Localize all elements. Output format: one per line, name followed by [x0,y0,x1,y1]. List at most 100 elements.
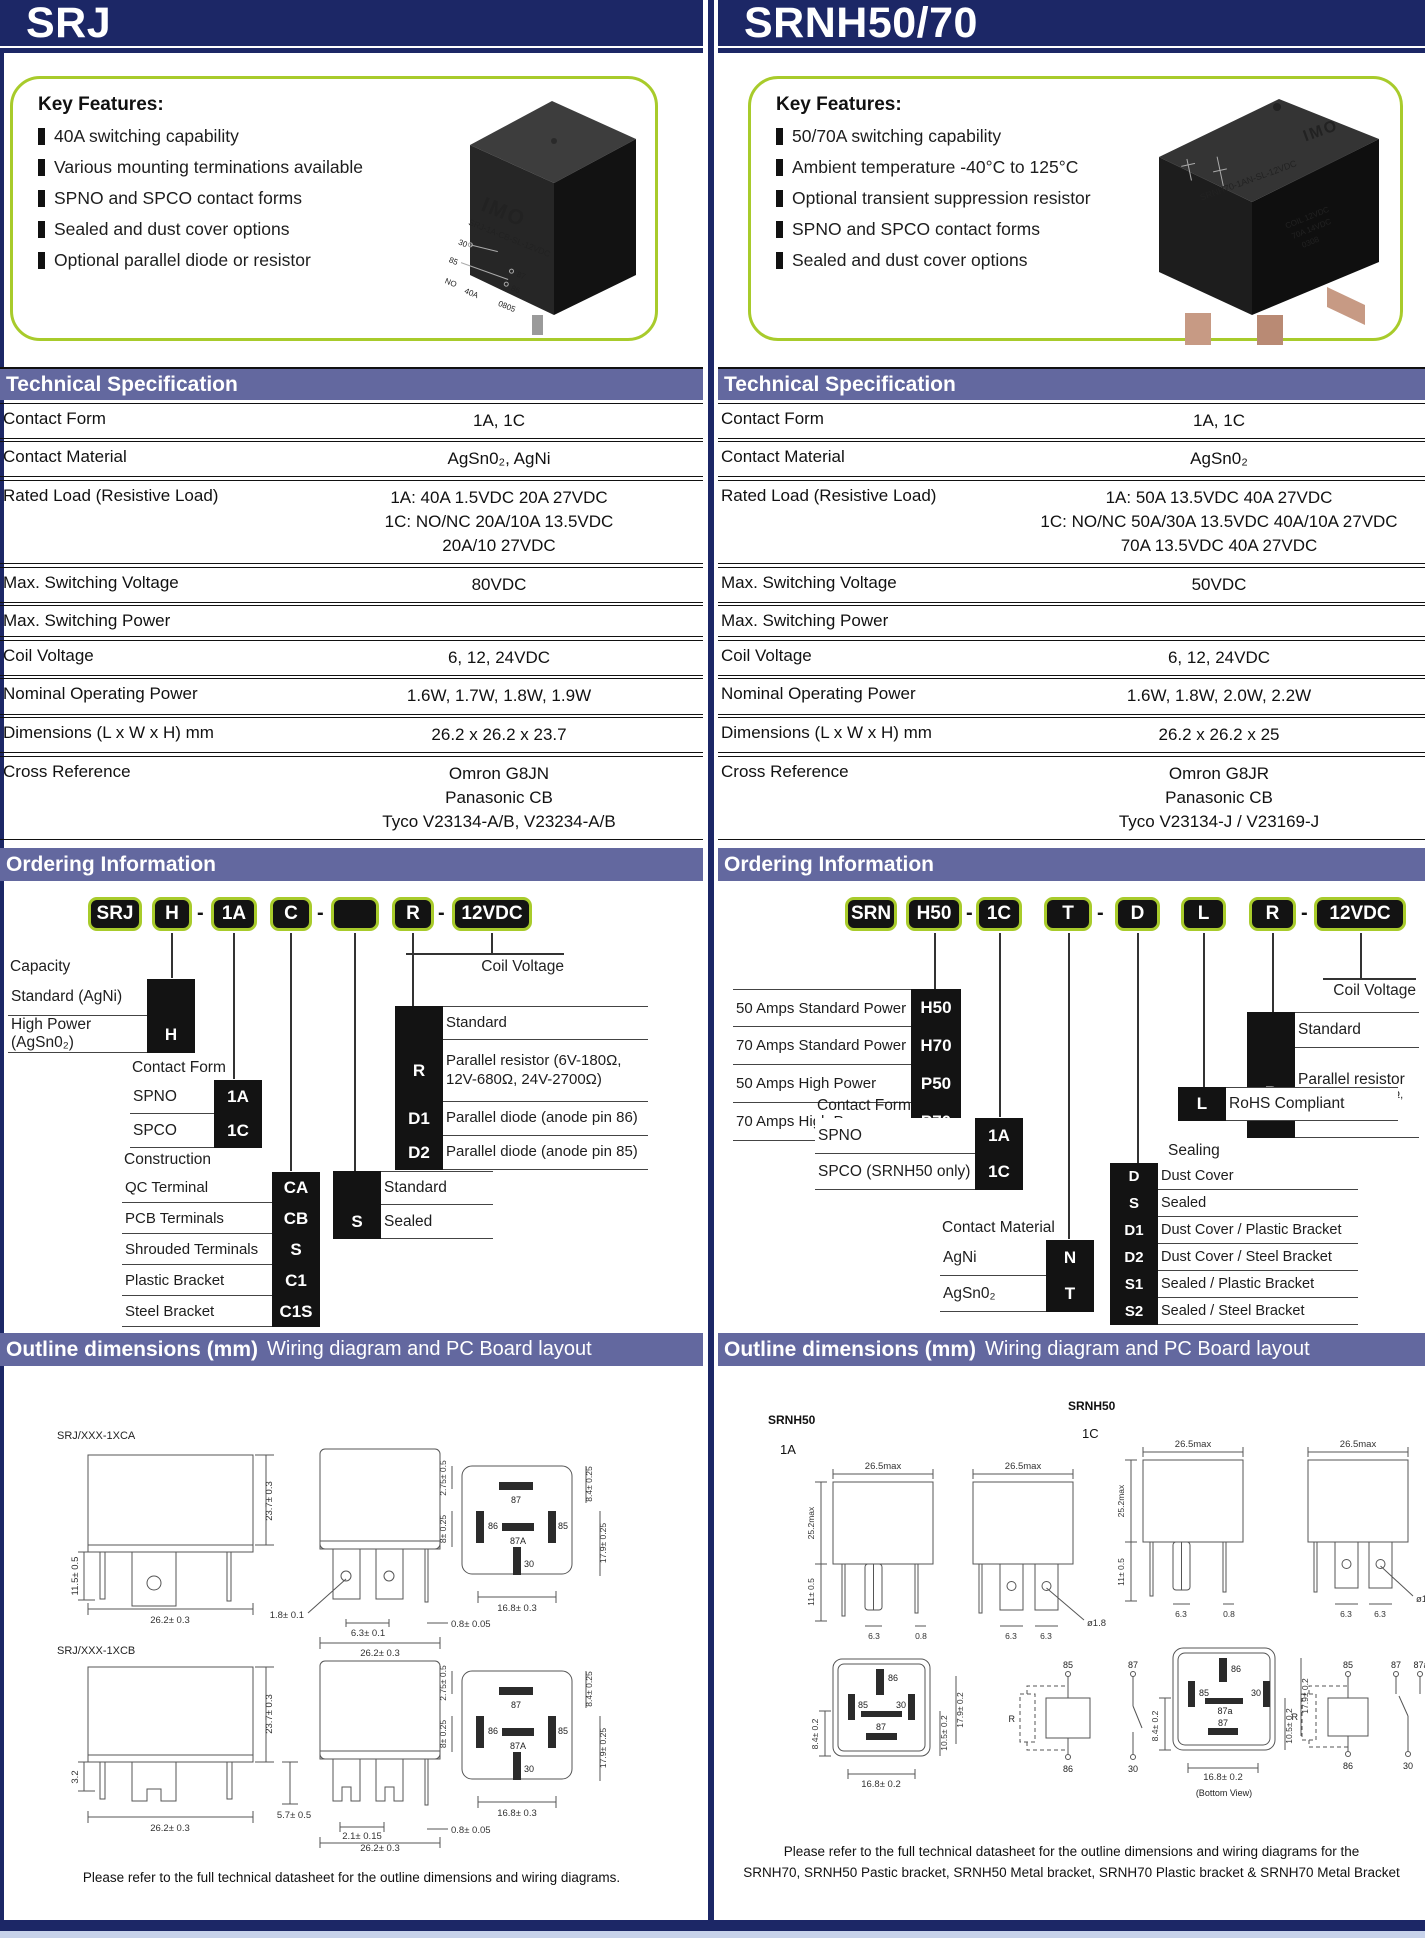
row-label: Sealed / Steel Bracket [1158,1298,1358,1325]
pad-pin-label: 30 [1251,1688,1261,1698]
pad-pin-label: 87a [1217,1706,1232,1716]
spec-value: AgSn0₂, AgNi [447,449,551,469]
tech-spec-title: Technical Specification [724,372,956,396]
row-code: D1 [395,1102,443,1136]
pad-pin-label: 86 [888,1673,898,1683]
dim-label: 25.2max [806,1506,816,1539]
spec-label: Nominal Operating Power [721,684,916,704]
row-label: RoHS Compliant [1226,1087,1398,1121]
row-label: Steel Bracket [122,1296,272,1327]
dim-label: 2.75± 0.5 [438,1460,448,1496]
feature-item: 40A switching capability [38,126,655,147]
page-bottom-strip [0,1931,1425,1938]
key-features-title: Key Features: [776,94,902,115]
srj-outline-drawings: SRJ/XXX-1XCA 23.7± 0.3 11.5± 0.5 26.2± 0… [57,1430,608,1851]
dim-label: 6.3 [1005,1631,1017,1641]
pad-pin-label: 85 [858,1700,868,1710]
order-code-box: SRN [845,897,897,931]
dim-label: ø1.8 [1416,1594,1425,1605]
dim-label: 16.8± 0.2 [861,1779,901,1790]
connector-line [1068,933,1070,1239]
dim-label: 6.3 [1374,1609,1386,1619]
dim-label: 8± 0.25 [438,1720,448,1749]
row-code: R [395,1040,443,1102]
dim-label: 8.4± 0.25 [584,1671,594,1707]
spec-value: 26.2 x 26.2 x 25 [1158,725,1280,744]
dim-label: 1.8± 0.1 [270,1610,304,1621]
spec-value: AgSn0₂ [1190,449,1248,469]
order-code-box: C [270,897,312,931]
dim-label: 11± 0.5 [806,1578,816,1606]
pcb-pin-label: 86 [488,1521,498,1531]
row-code: 1C [975,1154,1023,1190]
dim-label: 17.9± 0.25 [598,1523,608,1563]
relay-pin-label: 40A [463,286,480,300]
dim-label: 26.2± 0.3 [360,1648,400,1659]
row-label: Standard [381,1171,493,1205]
wiring-pin-label: 85 [1063,1660,1073,1670]
connector-line [1323,978,1416,980]
feature-text: 40A switching capability [54,126,239,146]
drawing-model: SRNH50 [768,1413,816,1427]
row-label: Dust Cover / Plastic Bracket [1158,1217,1358,1244]
drawing-model: SRNH50 [1068,1399,1116,1413]
spec-row: Max. Switching Power [0,605,703,638]
row-code: 1C [214,1114,262,1148]
feature-text: Ambient temperature -40°C to 125°C [792,157,1079,177]
spec-label: Max. Switching Voltage [721,572,897,592]
order-code-box: L [1181,897,1226,931]
dim-label: 26.2± 0.3 [150,1615,190,1626]
key-features-title: Key Features: [38,94,164,115]
row-code: P50 [911,1065,961,1103]
connector-line [1360,933,1362,978]
feature-item: Sealed and dust cover options [776,250,1400,271]
column-srnh: SRNH50/70 Key Features: 50/70A switching… [718,0,1425,1884]
row-code: S [333,1205,381,1239]
dim-label: 8.4± 0.2 [810,1718,820,1749]
spec-label: Max. Switching Voltage [3,572,179,592]
dim-label: 23.7± 0.3 [264,1694,275,1734]
connector-line [934,933,936,989]
spec-label: Rated Load (Resistive Load) [721,485,937,505]
row-code: CA [272,1172,320,1203]
wiring-pin-label: 87a [1413,1660,1425,1670]
spec-label: Dimensions (L x W x H) mm [3,723,214,742]
spec-value [295,606,703,616]
row-label: 70 Amps Standard Power [733,1027,911,1065]
row-label: Sealed [381,1205,493,1239]
ordering-title: Ordering Information [6,852,216,876]
pad-pin-label: 86 [1231,1664,1241,1674]
dim-label: 6.3 [1040,1631,1052,1641]
connector-line [1203,933,1205,1087]
row-code: 1A [214,1080,262,1114]
dim-label: 0.8± 0.05 [451,1825,491,1836]
spec-label: Max. Switching Power [3,611,171,631]
outline-subtitle: Wiring diagram and PC Board layout [985,1338,1310,1360]
row-label: 50 Amps Standard Power [733,989,911,1027]
spec-value: 50VDC [1191,574,1247,594]
row-code: H50 [911,989,961,1027]
dim-label: 17.9± 0.25 [598,1728,608,1768]
row-label: Dust Cover / Steel Bracket [1158,1244,1358,1271]
bullet-icon [776,221,783,238]
srnh-header-bar: SRNH50/70 [718,0,1425,48]
srj-relay-photo: IMO SRJ-1A-CB-SL-12VDC 30 85 NO 40A 87 8… [443,101,636,335]
feature-text: SPNO and SPCO contact forms [792,219,1041,239]
feature-item: SPNO and SPCO contact forms [38,188,655,209]
